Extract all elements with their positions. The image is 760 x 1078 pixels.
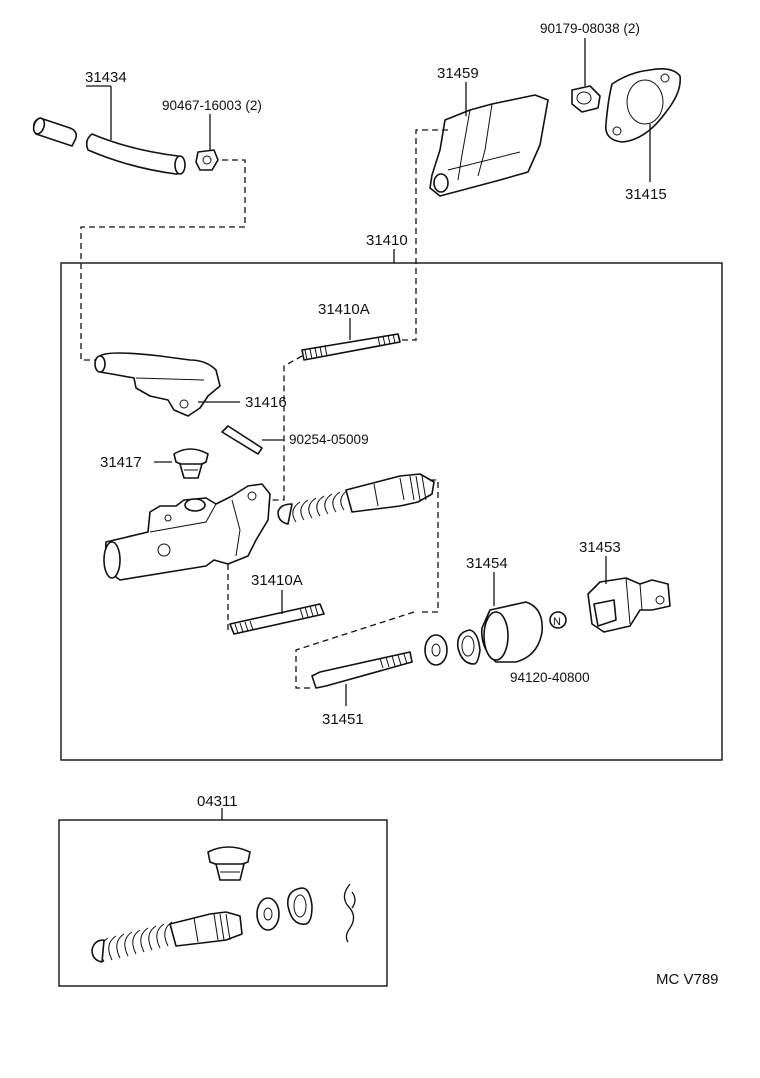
master-cylinder-body-part: [103, 483, 271, 581]
label-31415: 31415: [625, 186, 667, 203]
stud-31410A-top-part: [301, 333, 401, 361]
label-31410A-mid: 31410A: [251, 572, 303, 589]
stud-31410A-mid-part: [229, 603, 325, 635]
label-90179: 90179-08038 (2): [540, 21, 640, 36]
label-94120: 94120-40800: [510, 670, 590, 685]
push-rod-31451-part: [311, 651, 413, 689]
svg-text:N: N: [553, 616, 561, 628]
assembly-31410-box: [60, 262, 723, 761]
label-90467: 90467-16003 (2): [162, 98, 262, 113]
clevis-31453-part: [587, 577, 671, 633]
pin-90254-part: [221, 425, 263, 455]
hose-31434-part: [32, 117, 186, 175]
spring-piston-part: [277, 473, 435, 525]
kit-cap-part: [207, 846, 251, 881]
label-31434: 31434: [85, 69, 127, 86]
label-31410A-top: 31410A: [318, 301, 370, 318]
label-31453: 31453: [579, 539, 621, 556]
label-31410: 31410: [366, 232, 408, 249]
kit-snap-ring-part: [286, 887, 313, 925]
nut-94120-icon: N: [549, 611, 567, 629]
label-31416: 31416: [245, 394, 287, 411]
clamp-90467-part: [195, 149, 219, 171]
gasket-31415-part: [605, 68, 682, 143]
snap-ring-part: [456, 629, 481, 665]
label-31459: 31459: [437, 65, 479, 82]
bracket-31459-part: [429, 94, 549, 197]
label-31417: 31417: [100, 454, 142, 471]
union-31416-part: [94, 352, 221, 417]
boot-31454-part: [480, 601, 543, 663]
cap-31417-part: [173, 448, 209, 479]
label-31451: 31451: [322, 711, 364, 728]
label-04311: 04311: [197, 793, 238, 810]
kit-clip-part: [343, 883, 356, 943]
label-90254: 90254-05009: [289, 432, 369, 447]
kit-spring-piston-part: [91, 911, 243, 963]
washer-part: [424, 634, 448, 666]
kit-washer-part: [256, 897, 280, 931]
diagram-code-label: MC V789: [656, 971, 719, 988]
nut-90179-part: [571, 85, 601, 113]
label-31454: 31454: [466, 555, 508, 572]
kit-04311-box: [58, 819, 388, 987]
